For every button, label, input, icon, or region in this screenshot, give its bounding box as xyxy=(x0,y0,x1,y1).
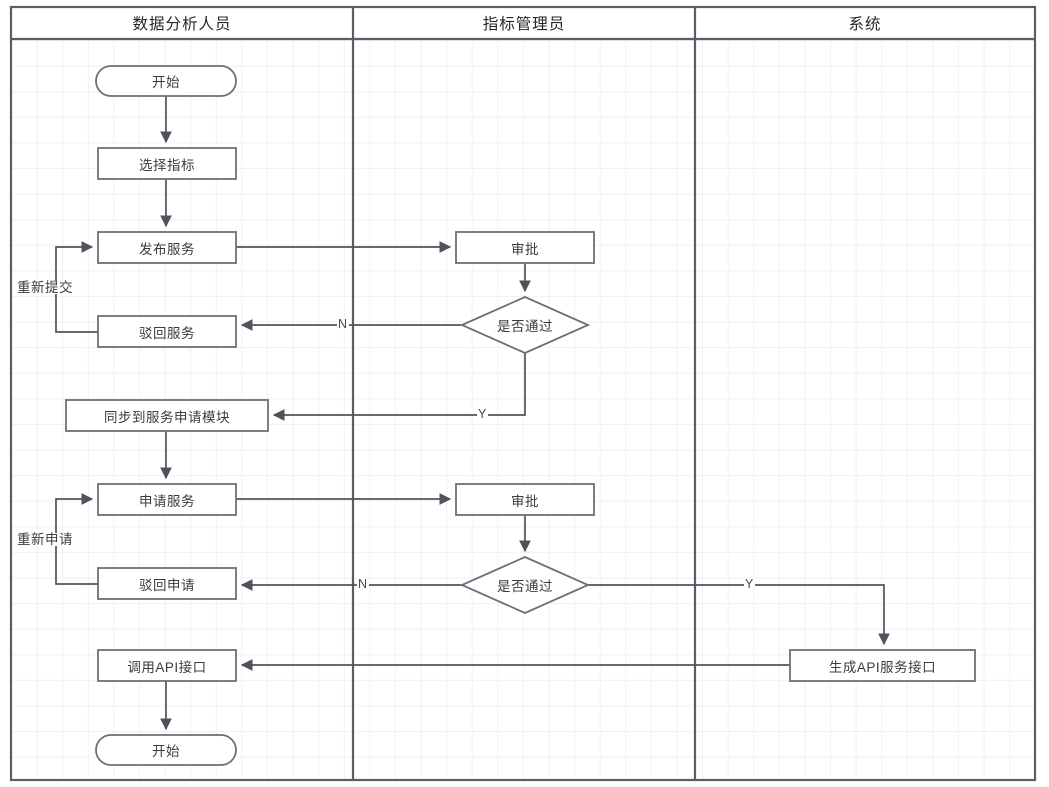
edge-label-y-1: Y xyxy=(477,407,488,421)
node-apply-shape[interactable] xyxy=(97,483,237,516)
swimlane-frame xyxy=(9,5,1037,782)
node-call-api-shape[interactable] xyxy=(97,649,237,682)
node-gen-api-shape[interactable] xyxy=(789,649,976,682)
edge-label-y-2: Y xyxy=(744,577,755,591)
lane-title-text: 指标管理员 xyxy=(482,16,566,33)
node-select-index-shape[interactable] xyxy=(97,147,237,180)
node-approve-1-shape[interactable] xyxy=(455,231,595,264)
node-publish-shape[interactable] xyxy=(97,231,237,264)
node-reject-svc-shape[interactable] xyxy=(97,315,237,348)
node-shapes xyxy=(65,65,976,766)
node-approve-2-shape[interactable] xyxy=(455,483,595,516)
node-start-shape[interactable] xyxy=(95,65,237,97)
lane-header-system: 系统 xyxy=(695,7,1035,39)
edge-decision2-genapi xyxy=(588,584,890,646)
edge-label-reapply: 重新申请 xyxy=(16,532,74,547)
node-sync-module-shape[interactable] xyxy=(65,399,269,432)
node-decision-1-shape[interactable] xyxy=(459,296,591,354)
lane-title-text: 系统 xyxy=(848,16,882,33)
lane-header-manager: 指标管理员 xyxy=(353,7,695,39)
edge-label-n-2: N xyxy=(357,577,369,591)
node-end-shape[interactable] xyxy=(95,734,237,766)
node-decision-2-shape[interactable] xyxy=(459,556,591,614)
lane-title-text: 数据分析人员 xyxy=(132,16,232,33)
edge-label-n-1: N xyxy=(337,317,349,331)
edge-decision1-sync xyxy=(272,353,526,421)
edge-label-resubmit: 重新提交 xyxy=(16,280,74,295)
lane-header-analyst: 数据分析人员 xyxy=(11,7,353,39)
node-reject-apply-shape[interactable] xyxy=(97,567,237,600)
